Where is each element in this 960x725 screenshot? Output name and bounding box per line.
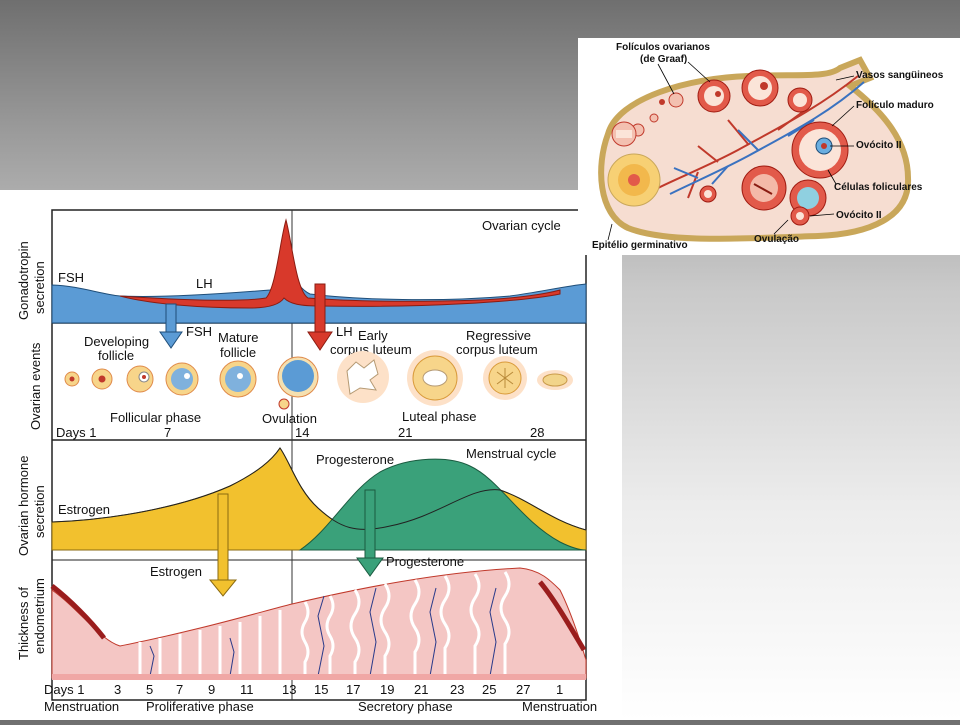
day-21-label: 21 [398, 425, 412, 440]
ovulating-follicle [789, 179, 827, 217]
lh-curve [119, 218, 561, 309]
svg-text:23: 23 [450, 682, 464, 697]
spiral-arteries [149, 587, 497, 677]
early-corpus-luteum-label: Early [358, 328, 388, 343]
foliculo-maduro-label: Folículo maduro [856, 100, 934, 111]
follicle-stage-2 [91, 368, 113, 390]
lh-arrow-label: LH [336, 324, 353, 339]
corpus-luteum [407, 350, 463, 406]
label-leader-lines [607, 61, 855, 241]
day-28-label: 28 [530, 425, 544, 440]
svg-text:3: 3 [114, 682, 121, 697]
fsh-label: FSH [58, 270, 84, 285]
svg-text:endometrium: endometrium [32, 578, 47, 654]
svg-text:21: 21 [414, 682, 428, 697]
svg-text:9: 9 [208, 682, 215, 697]
progesterone-arrow [356, 489, 384, 577]
mature-follicle [791, 121, 849, 179]
developing-follicle-label: Developing [84, 334, 149, 349]
corpus-albicans [537, 370, 573, 390]
svg-text:19: 19 [380, 682, 394, 697]
ovarian-cycle-title: Ovarian cycle [482, 218, 561, 233]
mature-follicle-label: Mature [218, 330, 258, 345]
estrogen-label: Estrogen [58, 502, 110, 517]
endometrium-panel-label: Thickness of endometrium [16, 578, 47, 660]
svg-text:17: 17 [346, 682, 360, 697]
secretory-phase-label: Secretory phase [358, 699, 453, 714]
svg-text:Gonadotropin: Gonadotropin [16, 241, 31, 320]
svg-text:25: 25 [482, 682, 496, 697]
ovary-diagram: Folículos ovarianos (de Graaf) Vasos san… [578, 38, 960, 255]
menstrual-cycle-diagram: Gonadotropin secretion Ovarian events Ov… [0, 190, 622, 720]
ruptured-follicle [741, 165, 787, 211]
vasos-label: Vasos sangüineos [856, 70, 944, 81]
luteal-phase-label: Luteal phase [402, 409, 476, 424]
blood-vessels-blue [669, 81, 865, 195]
ovulation-label: Ovulation [262, 411, 317, 426]
svg-text:27: 27 [516, 682, 530, 697]
ovulated-oocyte [790, 206, 810, 226]
progesterone-arrow-label: Progesterone [386, 554, 464, 569]
days-bottom-label: Days 1 [44, 682, 84, 697]
svg-text:secretion: secretion [32, 261, 47, 314]
svg-text:1: 1 [556, 682, 563, 697]
svg-text:15: 15 [314, 682, 328, 697]
ovulacao-label: Ovulação [754, 234, 799, 245]
day-7-label: 7 [164, 425, 171, 440]
follicle-stage-5 [219, 360, 257, 398]
atretic-follicle [611, 121, 637, 147]
corpus-luteum [607, 153, 661, 207]
ovocito-label-1: Ovócito II [856, 140, 902, 151]
secondary-follicle-1 [697, 79, 731, 113]
svg-text:7: 7 [176, 682, 183, 697]
epitelio-label: Epitélio germinativo [592, 240, 688, 251]
ovarian-events-panel-label: Ovarian events [28, 342, 43, 430]
foliculos-label: Folículos ovarianos [616, 42, 710, 53]
secondary-follicle-3 [787, 87, 813, 113]
svg-text:Thickness of: Thickness of [16, 587, 31, 660]
svg-text:13: 13 [282, 682, 296, 697]
early-corpus-luteum-label-2: corpus luteum [330, 342, 412, 357]
follicular-phase-label: Follicular phase [110, 410, 201, 425]
day-14-label: 14 [295, 425, 309, 440]
small-follicle-bottom [699, 185, 717, 203]
days-bottom-ticks: 3 5 7 9 11 13 15 17 19 21 23 25 27 1 [114, 682, 563, 697]
menstrual-cycle-title: Menstrual cycle [466, 446, 556, 461]
regressive-corpus-luteum-label: Regressive [466, 328, 531, 343]
regressing-corpus-luteum [483, 356, 527, 400]
svg-text:5: 5 [146, 682, 153, 697]
ovocito-label-2: Ovócito II [836, 210, 882, 221]
lh-arrow [307, 283, 333, 351]
svg-text:Ovarian hormone: Ovarian hormone [16, 456, 31, 556]
mature-follicle-label-2: follicle [220, 345, 256, 360]
menstruation-phase-label-1: Menstruation [44, 699, 119, 714]
svg-text:secretion: secretion [32, 485, 47, 538]
lh-label: LH [196, 276, 213, 291]
fsh-arrow [159, 303, 183, 349]
proliferative-phase-label: Proliferative phase [146, 699, 254, 714]
ovulating-follicle [277, 356, 319, 410]
early-corpus-luteum [337, 351, 389, 403]
celulas-foliculares-label: Células foliculares [834, 182, 923, 193]
progesterone-label: Progesterone [316, 452, 394, 467]
svg-text:11: 11 [240, 682, 254, 697]
days-top-label: Days 1 [56, 425, 96, 440]
estrogen-arrow-label: Estrogen [150, 564, 202, 579]
estrogen-arrow [208, 493, 238, 597]
ovarian-hormone-panel-label: Ovarian hormone secretion [16, 456, 47, 556]
menstruation-phase-label-2: Menstruation [522, 699, 597, 714]
secondary-follicle-2 [741, 69, 779, 107]
endometrial-glands [138, 571, 511, 676]
gonadotropin-panel-label: Gonadotropin secretion [16, 241, 47, 320]
follicle-stage-3 [126, 365, 154, 393]
developing-follicle-label-2: follicle [98, 348, 134, 363]
regressive-corpus-luteum-label-2: corpus luteum [456, 342, 538, 357]
fsh-arrow-label: FSH [186, 324, 212, 339]
follicle-stage-1 [64, 371, 80, 387]
foliculos-label-2: (de Graaf) [640, 54, 687, 65]
follicle-stage-4 [165, 362, 199, 396]
